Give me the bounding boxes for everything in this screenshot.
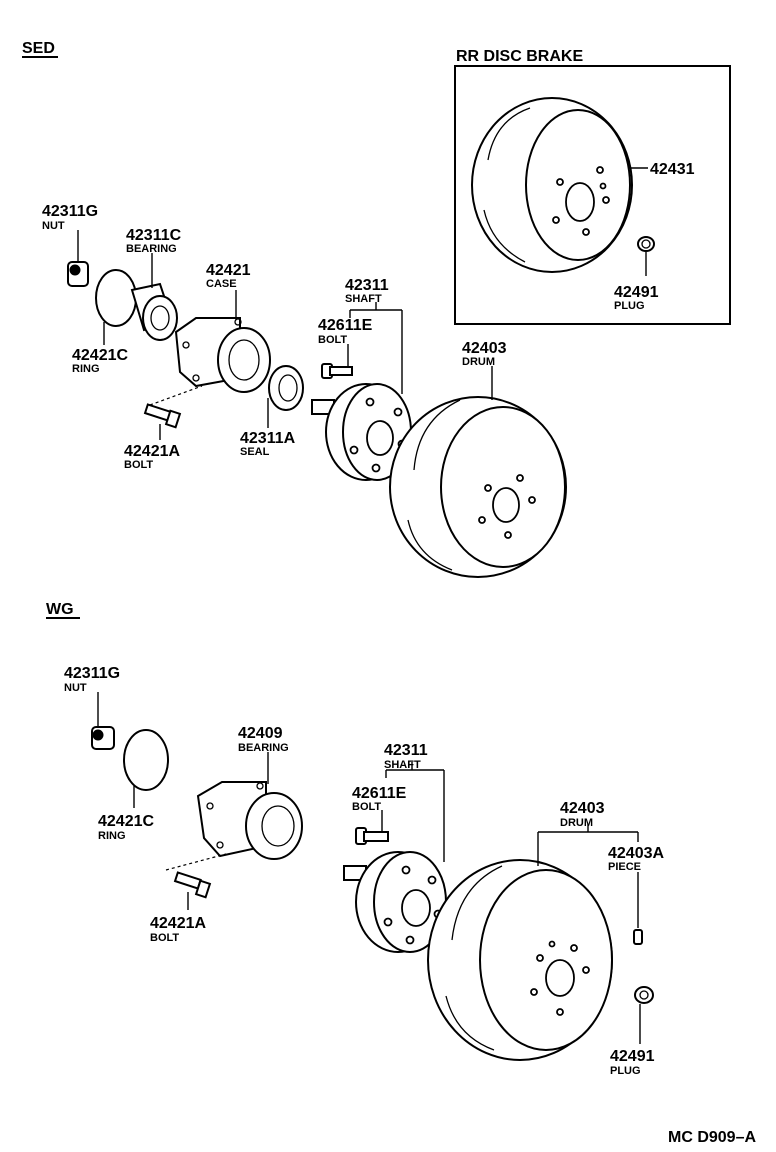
sed-case-bolt-guide bbox=[149, 385, 203, 406]
sed-shaft-name: SHAFT bbox=[345, 293, 382, 305]
wg-drum-name: DRUM bbox=[560, 817, 593, 829]
sed-ring-number: 42421C bbox=[72, 347, 128, 364]
wg-drum-drawing bbox=[427, 859, 613, 1061]
wg-case-bolt-guide bbox=[165, 853, 227, 871]
wg-case-bolt-name: BOLT bbox=[150, 932, 179, 944]
sed-section: SED RR DISC BRAKE 42431 bbox=[22, 40, 731, 578]
sed-bearing-drawing bbox=[130, 282, 178, 341]
wg-shaft-bracket bbox=[385, 762, 445, 862]
disc-rotor-drawing bbox=[471, 97, 633, 273]
sed-case-bolt-name: BOLT bbox=[124, 459, 153, 471]
sed-shaft-drawing bbox=[311, 383, 412, 481]
sed-seal-number: 42311A bbox=[240, 430, 296, 447]
sed-case-number: 42421 bbox=[206, 262, 251, 279]
sed-seal-name: SEAL bbox=[240, 446, 270, 458]
sed-bearing-number: 42311C bbox=[126, 227, 182, 244]
sed-drum-drawing bbox=[389, 396, 567, 578]
wg-drum-number: 42403 bbox=[560, 800, 605, 817]
wg-ring-drawing bbox=[123, 729, 169, 791]
disc-brake-title: RR DISC BRAKE bbox=[456, 48, 583, 65]
sed-hub-bolt-drawing bbox=[321, 363, 353, 379]
sed-drum-name: DRUM bbox=[462, 356, 495, 368]
wg-bearing-drawing bbox=[196, 781, 303, 860]
sed-nut-number: 42311G bbox=[42, 203, 98, 220]
wg-piece-drawing bbox=[633, 929, 643, 945]
sed-shaft-bracket bbox=[349, 302, 403, 394]
wg-case-bolt-number: 42421A bbox=[150, 915, 206, 932]
box-plug-drawing bbox=[637, 236, 655, 252]
wg-section: WG 42311G NUT 42421C RING 42409 BEARING bbox=[46, 601, 664, 1077]
wg-nut-drawing bbox=[91, 726, 115, 750]
sed-bearing-name: BEARING bbox=[126, 243, 177, 255]
wg-drum-bracket bbox=[537, 824, 639, 866]
wg-hub-bolt-name: BOLT bbox=[352, 801, 381, 813]
sed-case-bolt-drawing bbox=[143, 403, 182, 429]
sed-ring-name: RING bbox=[72, 363, 100, 375]
disc-brake-frame bbox=[454, 65, 731, 325]
sed-plug-name: PLUG bbox=[614, 300, 645, 312]
sed-hub-bolt-name: BOLT bbox=[318, 334, 347, 346]
wg-case-bolt-drawing bbox=[173, 871, 212, 899]
sed-shaft-number: 42311 bbox=[345, 277, 389, 294]
wg-ring-number: 42421C bbox=[98, 813, 154, 830]
sed-hub-bolt-number: 42611E bbox=[318, 317, 373, 334]
sed-case-bolt-number: 42421A bbox=[124, 443, 180, 460]
disc-brake-box: RR DISC BRAKE 42431 bbox=[454, 48, 731, 325]
wg-nut-name: NUT bbox=[64, 682, 87, 694]
wg-plug-drawing bbox=[634, 986, 654, 1004]
wg-heading: WG bbox=[46, 601, 74, 618]
wg-bearing-number: 42409 bbox=[238, 725, 283, 742]
wg-ring-name: RING bbox=[98, 830, 126, 842]
sed-seal-drawing bbox=[268, 365, 304, 411]
wg-shaft-number: 42311 bbox=[384, 742, 428, 759]
wg-shaft-drawing bbox=[343, 851, 447, 953]
sed-case-name: CASE bbox=[206, 278, 237, 290]
drawing-code: MC D909–A bbox=[668, 1129, 756, 1146]
wg-plug-number: 42491 bbox=[610, 1048, 655, 1065]
wg-hub-bolt-number: 42611E bbox=[352, 785, 407, 802]
wg-nut-number: 42311G bbox=[64, 665, 120, 682]
wg-piece-number: 42403A bbox=[608, 845, 664, 862]
sed-plug-number: 42491 bbox=[614, 284, 659, 301]
sed-drum-number: 42403 bbox=[462, 340, 507, 357]
sed-nut-drawing bbox=[67, 261, 89, 287]
wg-hub-bolt-drawing bbox=[355, 827, 389, 845]
wg-shaft-name: SHAFT bbox=[384, 759, 421, 771]
sed-nut-name: NUT bbox=[42, 220, 65, 232]
sed-heading: SED bbox=[22, 40, 55, 57]
wg-piece-name: PIECE bbox=[608, 861, 641, 873]
sed-case-drawing bbox=[174, 317, 271, 393]
wg-bearing-name: BEARING bbox=[238, 742, 289, 754]
sed-disc-number: 42431 bbox=[650, 161, 695, 178]
sed-ring-drawing bbox=[95, 269, 137, 327]
wg-plug-name: PLUG bbox=[610, 1065, 641, 1077]
